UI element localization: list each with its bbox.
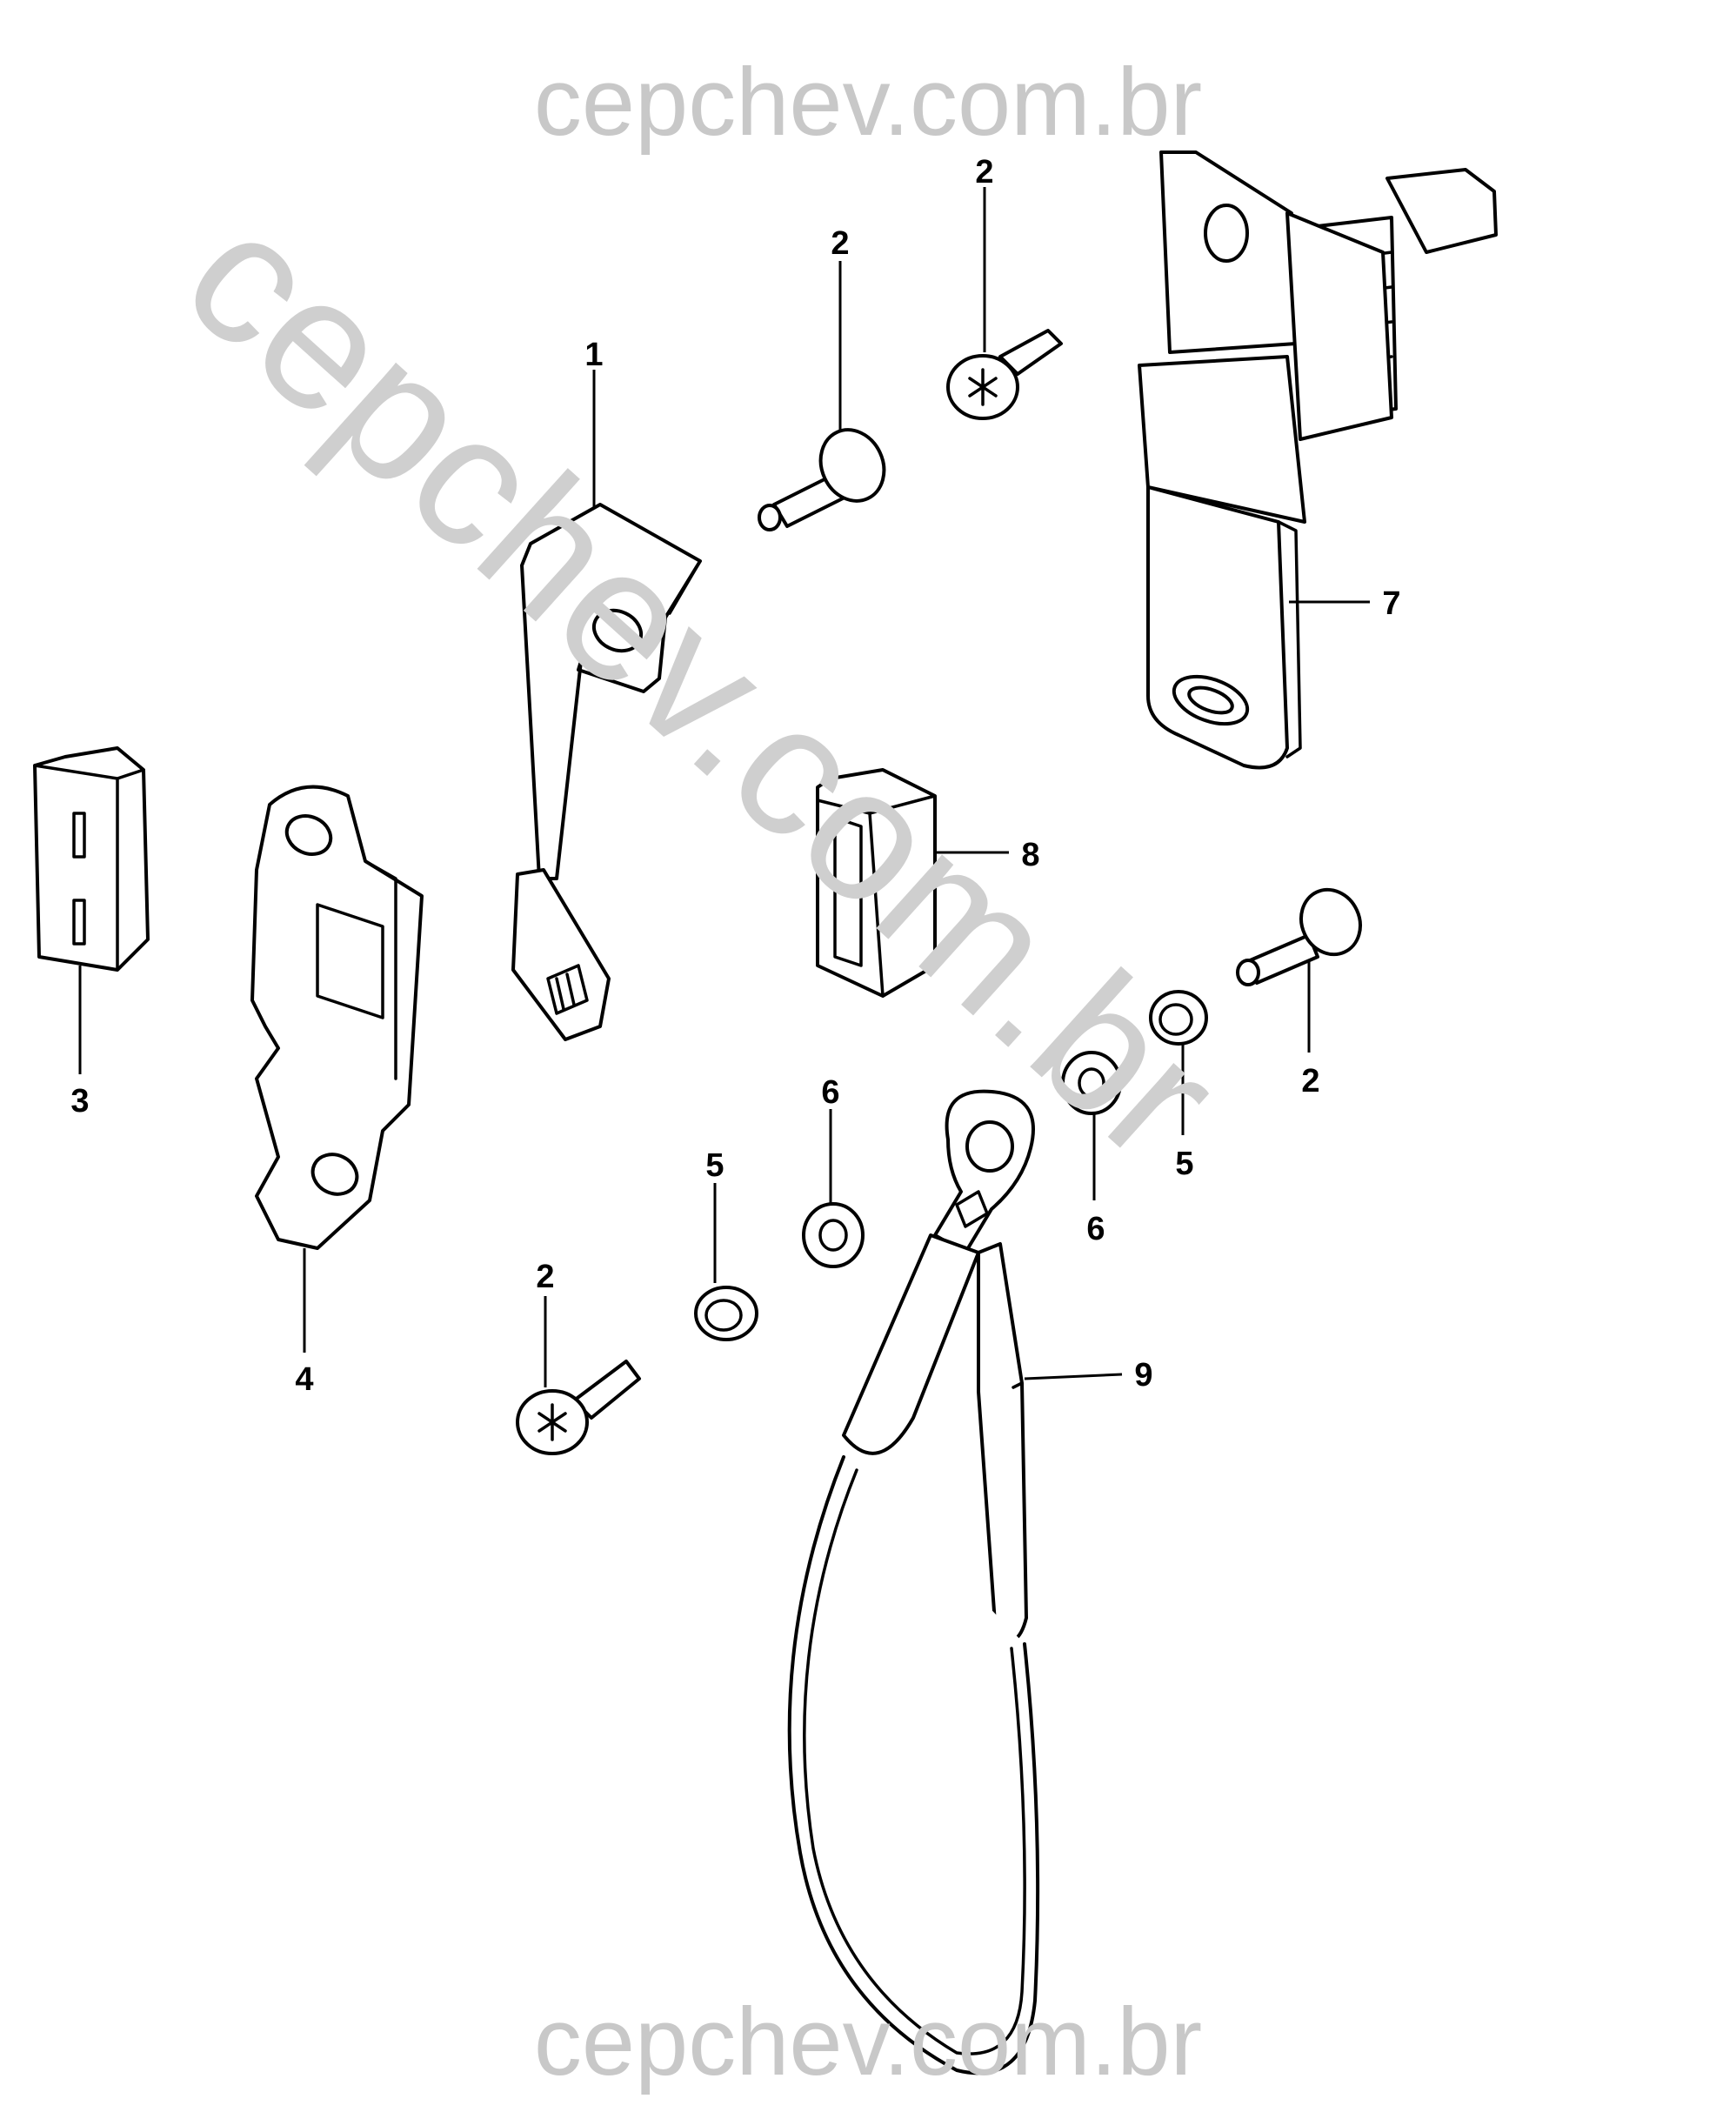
callout-2-right: 2 xyxy=(1301,1063,1319,1099)
part-9-cable xyxy=(787,1089,1040,2075)
part-2-screw-center-left xyxy=(758,428,886,531)
callout-labels: 1 2 2 2 2 3 4 5 5 6 6 7 8 9 xyxy=(70,154,1400,1398)
part-2-screw-top-center xyxy=(946,329,1063,420)
watermark-top: cepchev.com.br xyxy=(534,49,1202,156)
part-3-clip xyxy=(33,746,150,972)
callout-6-right: 6 xyxy=(1086,1211,1105,1247)
callout-7: 7 xyxy=(1382,585,1400,622)
callout-8: 8 xyxy=(1021,837,1039,873)
part-2-screw-bottom-left xyxy=(516,1360,641,1455)
callout-5-right: 5 xyxy=(1175,1146,1193,1182)
part-5-bushing-left xyxy=(694,1286,758,1341)
callout-5-left: 5 xyxy=(705,1147,724,1184)
callout-2-center: 2 xyxy=(831,225,849,262)
callout-2-top: 2 xyxy=(975,154,993,190)
part-5-bushing-right xyxy=(1149,990,1208,1046)
part-2-screw-right xyxy=(1236,887,1362,986)
callout-1: 1 xyxy=(584,337,603,373)
leader-lines xyxy=(78,187,1370,1387)
part-4-striker-plate xyxy=(250,785,424,1250)
callout-6-left: 6 xyxy=(821,1074,839,1111)
part-8-block xyxy=(816,768,937,998)
part-7-latch-assembly xyxy=(1138,150,1498,770)
callout-3: 3 xyxy=(70,1083,89,1119)
part-1-bracket xyxy=(511,503,702,1041)
part-6-washer-left xyxy=(802,1202,865,1268)
callout-9: 9 xyxy=(1134,1357,1152,1394)
watermark-bottom: cepchev.com.br xyxy=(534,1988,1202,2095)
callout-4: 4 xyxy=(295,1361,313,1398)
part-6-washer-right xyxy=(1061,1051,1122,1115)
callout-2-bottom: 2 xyxy=(536,1259,554,1295)
